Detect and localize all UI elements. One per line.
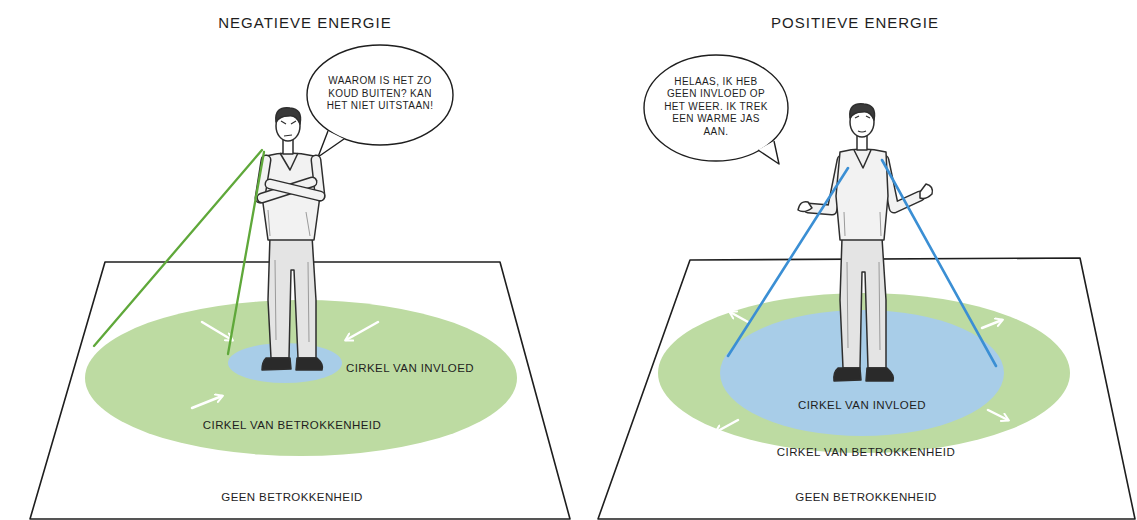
concern-circle: CIRKEL VAN BETROKKENHEIDCIRKEL VAN INVLO… <box>658 293 1070 453</box>
arrow <box>982 320 1002 328</box>
arm <box>808 160 842 210</box>
person-negative <box>260 108 322 370</box>
outward-arrows <box>716 312 1008 432</box>
sweater-shading <box>844 212 881 236</box>
open-hand <box>920 184 932 199</box>
panel-heading: POSITIEVE ENERGIE <box>715 14 995 33</box>
sight-lines <box>728 160 996 366</box>
bubble-tail <box>318 131 344 157</box>
concern-circle-fill <box>658 293 1070 453</box>
forearm <box>262 182 312 198</box>
arrow <box>730 312 748 322</box>
ground-plane: GEEN BETROKKENHEID CIRKEL VAN BETROKKENHE… <box>596 256 1136 520</box>
plane-border <box>30 262 570 519</box>
bubble-tail-fill <box>318 131 344 157</box>
speech-text: HELAAS, IK HEB GEEN INVLOED OP HET WEER.… <box>660 76 772 139</box>
open-hand <box>798 202 812 212</box>
sweater <box>262 153 320 240</box>
bubble-border <box>644 55 788 161</box>
speech-bubble: WAAROM IS HET ZO KOUD BUITEN? KAN HET NI… <box>306 44 454 146</box>
inward-arrows <box>192 322 378 408</box>
plane-border <box>598 258 1135 519</box>
trouser-shading <box>847 262 880 350</box>
upper-arm <box>260 160 266 198</box>
person-positive <box>798 104 932 381</box>
forearm <box>270 184 320 196</box>
speech-text: WAAROM IS HET ZO KOUD BUITEN? KAN HET NI… <box>324 75 436 113</box>
trousers <box>840 238 886 368</box>
arm <box>884 160 920 208</box>
sight-lines <box>94 150 264 354</box>
neck <box>857 134 867 150</box>
forearm <box>270 184 320 196</box>
sweater <box>836 149 888 240</box>
arrow <box>192 396 222 408</box>
arm <box>884 160 920 208</box>
influence-circle-outline <box>228 343 342 383</box>
shoe <box>866 368 893 381</box>
hair <box>276 108 301 124</box>
influence-circle-fill <box>720 310 1004 436</box>
circle-label: CIRKEL VAN BETROKKENHEID <box>746 445 986 459</box>
frowning-face <box>281 121 296 136</box>
shoe <box>834 368 861 381</box>
upper-arm <box>316 160 320 196</box>
bubble-tail-fill <box>758 141 779 164</box>
v-neck <box>280 153 298 170</box>
circle-label: CIRKEL VAN INVLOED <box>762 398 962 412</box>
influence-circle: CIRKEL VAN INVLOED <box>228 343 342 383</box>
shoe <box>262 358 291 370</box>
influence-circle-outline <box>720 310 1004 436</box>
trouser-shading <box>275 260 309 342</box>
sweater-shading <box>268 210 310 236</box>
forearm <box>262 182 312 198</box>
circle-label: CIRKEL VAN BETROKKENHEID <box>172 418 412 432</box>
upper-arm <box>316 160 320 196</box>
circle-label: CIRKEL VAN INVLOED <box>346 361 506 375</box>
arrow <box>202 322 232 340</box>
arm <box>808 160 842 210</box>
arrow <box>988 410 1008 420</box>
concern-circle-fill <box>85 300 517 456</box>
hair <box>850 104 875 120</box>
upper-arm <box>260 160 266 198</box>
concern-circle: CIRKEL VAN BETROKKENHEID CIRKEL VAN INVLO… <box>85 300 517 456</box>
head <box>850 107 874 137</box>
panel-heading: NEGATIEVE ENERGIE <box>165 14 445 33</box>
neck <box>283 138 293 154</box>
speech-bubble: HELAAS, IK HEB GEEN INVLOED OP HET WEER.… <box>643 54 789 162</box>
influence-circle: CIRKEL VAN INVLOED <box>720 310 1004 436</box>
plane-label: GEEN BETROKKENHEID <box>756 490 976 504</box>
v-neck <box>854 150 871 168</box>
plane-label: GEEN BETROKKENHEID <box>182 490 402 504</box>
shoe <box>296 358 322 370</box>
trousers <box>268 236 316 358</box>
head <box>276 111 300 141</box>
arrow <box>346 322 378 340</box>
calm-face <box>855 116 870 132</box>
bubble-tail <box>758 141 779 164</box>
ground-plane: GEEN BETROKKENHEID CIRKEL VAN BETROKKENHE… <box>28 260 572 520</box>
bubble-border <box>307 45 453 145</box>
arrow <box>716 420 738 432</box>
influence-circle-fill <box>228 343 342 383</box>
